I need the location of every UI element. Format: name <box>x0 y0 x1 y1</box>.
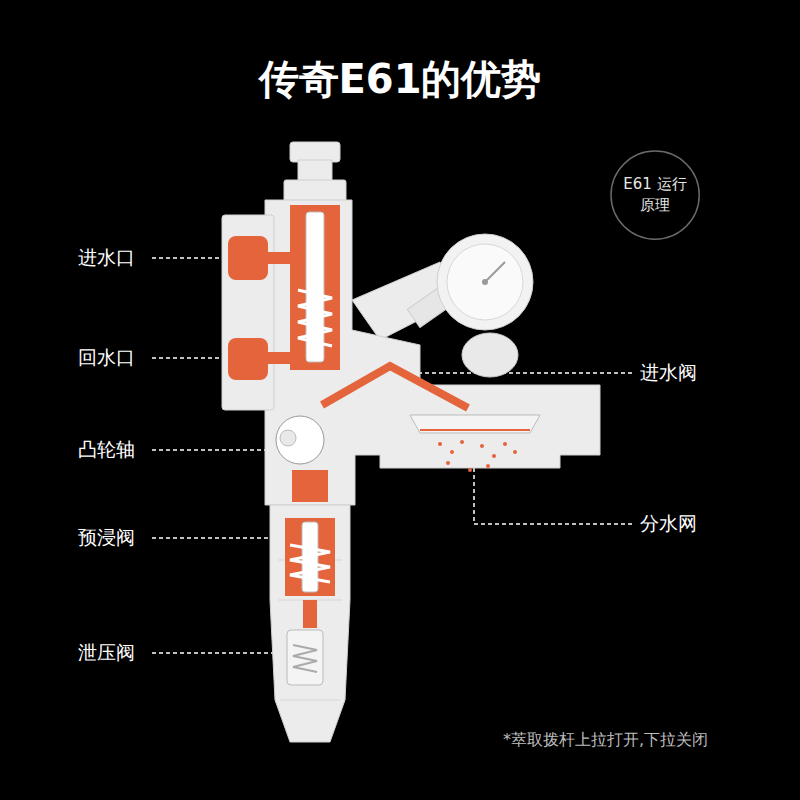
pressure-gauge-part <box>462 333 518 377</box>
label-holder: 泄压阀 <box>78 640 135 666</box>
group-head-body-part <box>265 200 600 505</box>
badge-ring <box>611 151 699 239</box>
shower-screen-part <box>446 461 450 465</box>
water-channels-part <box>266 352 292 364</box>
pressure-gauge <box>407 234 533 377</box>
part-label: 进水阀 <box>640 360 697 386</box>
shower-screen-part <box>450 450 454 454</box>
valve-parts-part <box>287 630 323 685</box>
shower-screen-part <box>468 468 472 472</box>
shower-screen-part <box>492 454 496 458</box>
shower-screen-part <box>513 450 517 454</box>
water-channels-part <box>303 600 317 628</box>
shower-screen-part <box>438 442 442 446</box>
pressure-gauge-part <box>437 234 533 330</box>
group-head-body-part <box>222 215 274 410</box>
footnote: *萃取拨杆上拉打开,下拉关闭 <box>503 730 708 751</box>
pressure-gauge-part <box>447 244 523 320</box>
group-head-body <box>222 142 600 742</box>
shower-screen-part <box>420 429 530 431</box>
water-channels-part <box>285 518 335 596</box>
shower-screen-part <box>438 440 517 472</box>
valve-parts-part <box>290 545 330 582</box>
title-holder: 传奇E61的优势 <box>0 52 800 107</box>
leader-lines-part <box>152 652 292 654</box>
label-holder: 预浸阀 <box>78 525 135 551</box>
valve-parts <box>276 212 332 685</box>
part-label: 分水网 <box>640 511 697 537</box>
water-channels-part <box>228 236 268 280</box>
label-holder: 分水网 <box>640 511 697 537</box>
water-channels-part <box>290 205 340 370</box>
pressure-gauge-part <box>482 279 488 285</box>
shower-screen-part <box>486 464 490 468</box>
shower-screen-part <box>480 444 484 448</box>
shower-screen-part <box>503 442 507 446</box>
label-holder: 进水阀 <box>640 360 697 386</box>
water-channels-part <box>266 252 292 264</box>
badge-circle: E61 运行原理 <box>610 150 700 240</box>
shower-screen-part <box>410 415 540 433</box>
valve-parts-part <box>293 645 317 672</box>
badge-text: E61 运行原理 <box>622 174 688 216</box>
label-holder: 回水口 <box>78 345 135 371</box>
group-head-body-part <box>270 505 350 742</box>
water-channels-part <box>322 366 468 408</box>
valve-parts-part <box>298 290 332 346</box>
group-head-body-part <box>284 180 346 202</box>
part-label: 预浸阀 <box>78 525 135 551</box>
part-label: 回水口 <box>78 345 135 371</box>
valve-parts-part <box>280 430 296 446</box>
part-label: 进水口 <box>78 245 135 271</box>
shower-screen <box>410 415 540 472</box>
badge-outline <box>610 150 700 240</box>
valve-parts-part <box>276 416 324 464</box>
water-channels-part <box>292 470 328 502</box>
shower-screen-part <box>460 440 464 444</box>
label-holder: 凸轮轴 <box>78 437 135 463</box>
caption-holder: *萃取拨杆上拉打开,下拉关闭 <box>503 730 708 751</box>
water-channels-part <box>228 338 268 380</box>
label-holder: 进水口 <box>78 245 135 271</box>
part-label: 泄压阀 <box>78 640 135 666</box>
part-label: 凸轮轴 <box>78 437 135 463</box>
group-head-body-part <box>290 142 340 162</box>
page-title: 传奇E61的优势 <box>0 52 800 107</box>
pressure-gauge-part <box>485 262 505 282</box>
